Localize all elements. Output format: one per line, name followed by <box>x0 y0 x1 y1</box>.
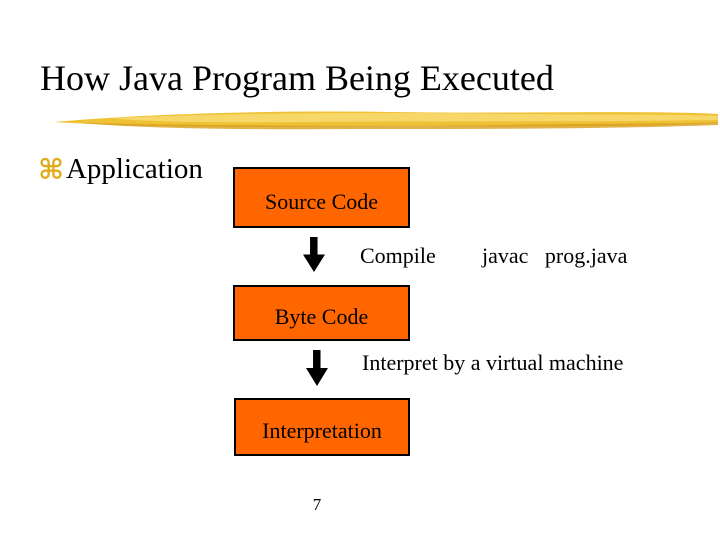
bullet-label: Application <box>65 153 203 185</box>
compile-label: Compile <box>360 243 436 268</box>
source-code-box: Source Code <box>233 167 410 228</box>
interpret-label: Interpret by a virtual machine <box>362 350 624 375</box>
interpretation-box: Interpretation <box>234 398 410 456</box>
page-title: How Java Program Being Executed <box>40 58 554 98</box>
compile-command-label: javac prog.java <box>482 243 628 268</box>
highlight-brush-stroke <box>54 111 718 130</box>
down-arrow-icon <box>303 237 325 272</box>
down-arrow-icon <box>306 350 328 386</box>
command-bullet-icon: ⌘ <box>38 153 64 186</box>
page-number: 7 <box>312 495 322 514</box>
bullet-item-application: ⌘ Application <box>38 152 203 186</box>
byte-code-box: Byte Code <box>233 285 410 341</box>
